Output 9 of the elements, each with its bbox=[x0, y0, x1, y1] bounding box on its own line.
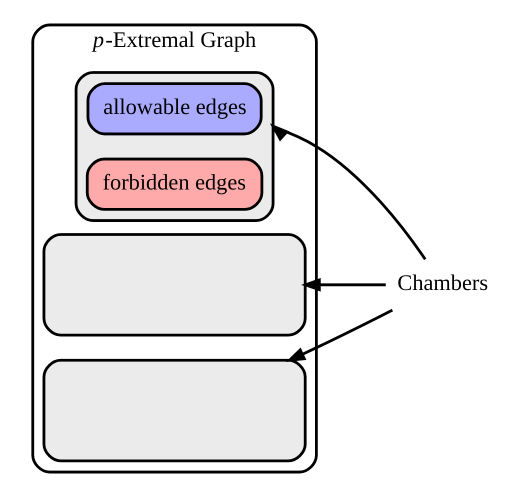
arrow bbox=[300, 278, 386, 292]
node-box bbox=[42, 358, 306, 462]
node-box: allowable edges bbox=[86, 82, 262, 136]
cluster bbox=[74, 71, 274, 222]
node-text: Chambers bbox=[396, 270, 488, 296]
arrow bbox=[269, 123, 426, 260]
arrow bbox=[285, 308, 393, 362]
node-box: forbidden edges bbox=[85, 158, 263, 211]
node-box bbox=[42, 233, 306, 337]
